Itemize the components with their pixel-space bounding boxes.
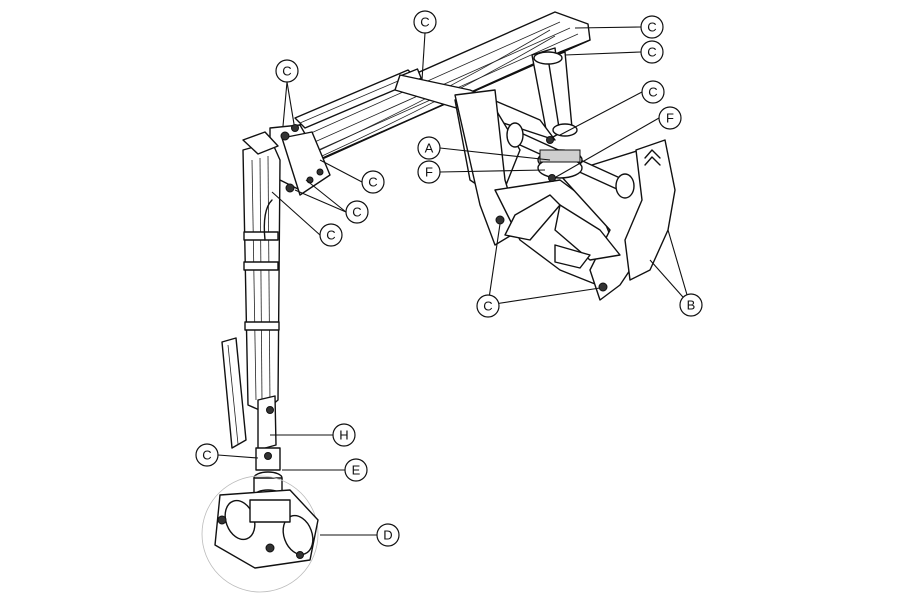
svg-text:C: C — [647, 45, 656, 60]
callout-c-knuckle-top: C — [275, 59, 299, 83]
crane-base — [454, 89, 676, 301]
callout-c-base: C — [476, 294, 500, 318]
callout-c-knuckle-low: C — [319, 223, 343, 247]
svg-text:C: C — [352, 205, 361, 220]
knuckle-joint — [263, 124, 331, 196]
svg-text:C: C — [483, 299, 492, 314]
callout-c-right-2: C — [640, 40, 664, 64]
callout-c-right-1: C — [640, 15, 664, 39]
svg-text:C: C — [202, 448, 211, 463]
outer-boom — [221, 131, 281, 451]
callout-f-right: F — [658, 106, 682, 130]
callout-h: H — [332, 423, 356, 447]
svg-text:F: F — [425, 165, 433, 180]
svg-text:H: H — [339, 428, 348, 443]
grapple — [201, 475, 319, 593]
callout-e: E — [344, 458, 368, 482]
svg-text:C: C — [282, 64, 291, 79]
lift-cylinder — [531, 47, 578, 141]
callout-c-top: C — [413, 10, 437, 34]
svg-text:C: C — [647, 20, 656, 35]
svg-text:F: F — [666, 111, 674, 126]
svg-text:C: C — [420, 15, 429, 30]
callout-c-right-3: C — [641, 80, 665, 104]
callout-c-knuckle-right: C — [361, 170, 385, 194]
svg-text:C: C — [368, 175, 377, 190]
svg-text:D: D — [383, 528, 392, 543]
svg-text:C: C — [326, 228, 335, 243]
callout-d: D — [376, 523, 400, 547]
callout-c-rotator: C — [195, 443, 219, 467]
callout-f-left: F — [417, 160, 441, 184]
callout-b: B — [679, 293, 703, 317]
callout-a: A — [417, 136, 441, 160]
svg-text:A: A — [425, 141, 434, 156]
svg-text:E: E — [352, 463, 361, 478]
svg-text:B: B — [687, 298, 696, 313]
svg-text:C: C — [648, 85, 657, 100]
callout-c-knuckle-mid: C — [345, 200, 369, 224]
